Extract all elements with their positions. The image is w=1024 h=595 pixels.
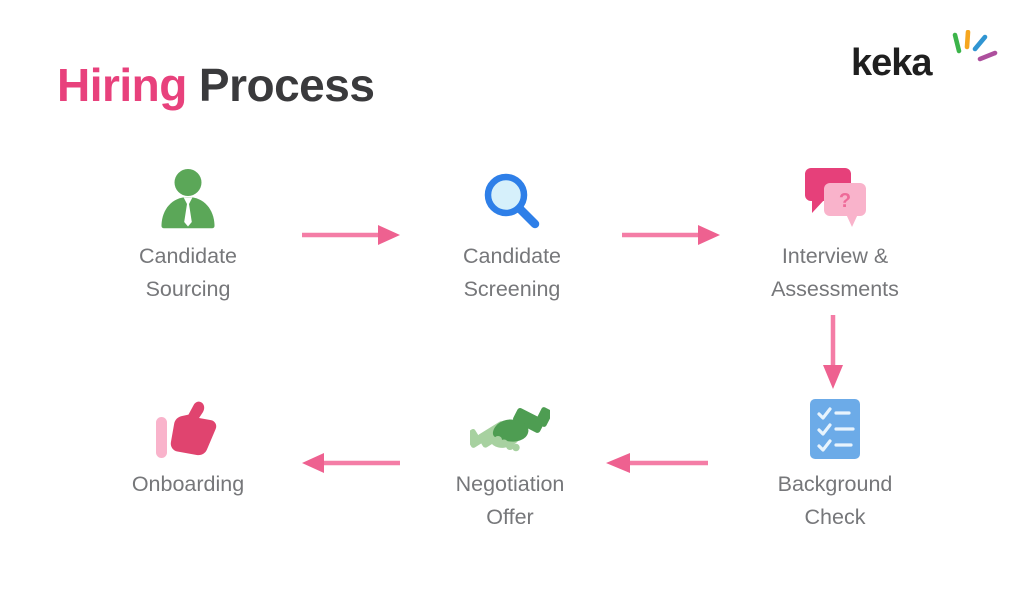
- step-label: Onboarding: [131, 472, 245, 496]
- page-title-rest: Process: [198, 59, 375, 111]
- step-label: Candidate Screening: [462, 244, 562, 301]
- thumbs-up-icon: [156, 401, 217, 458]
- chat-bubbles-icon: ?: [805, 168, 866, 227]
- arrow-negotiation-to-onboarding: [302, 453, 400, 473]
- step-candidate-sourcing: Candidate Sourcing: [78, 162, 298, 306]
- step-background-check: Background Check: [725, 396, 945, 534]
- question-mark: ?: [839, 190, 851, 212]
- step-onboarding: Onboarding: [78, 396, 298, 501]
- step-candidate-screening: Candidate Screening: [402, 162, 622, 306]
- step-label: Background Check: [777, 472, 893, 529]
- page-title-highlight: Hiring: [57, 59, 187, 111]
- arrow-screening-to-interview: [622, 225, 720, 245]
- magnifier-icon: [484, 173, 540, 229]
- arrow-background-to-negotiation: [606, 453, 708, 473]
- keka-sparks-icon: [952, 30, 998, 62]
- step-negotiation-offer: Negotiation Offer: [400, 396, 620, 534]
- step-label: Candidate Sourcing: [138, 244, 238, 301]
- checklist-icon: [810, 399, 860, 459]
- keka-logo-text: keka: [851, 42, 933, 84]
- person-icon: [161, 169, 215, 229]
- step-label: Interview & Assessments: [771, 244, 899, 301]
- handshake-icon: [470, 407, 550, 452]
- step-label: Negotiation Offer: [455, 472, 565, 529]
- step-interview-assessments: ? Interview & Assessments: [725, 162, 945, 306]
- arrow-sourcing-to-screening: [302, 225, 400, 245]
- keka-logo: keka: [851, 30, 1001, 90]
- arrow-interview-to-background: [823, 315, 843, 389]
